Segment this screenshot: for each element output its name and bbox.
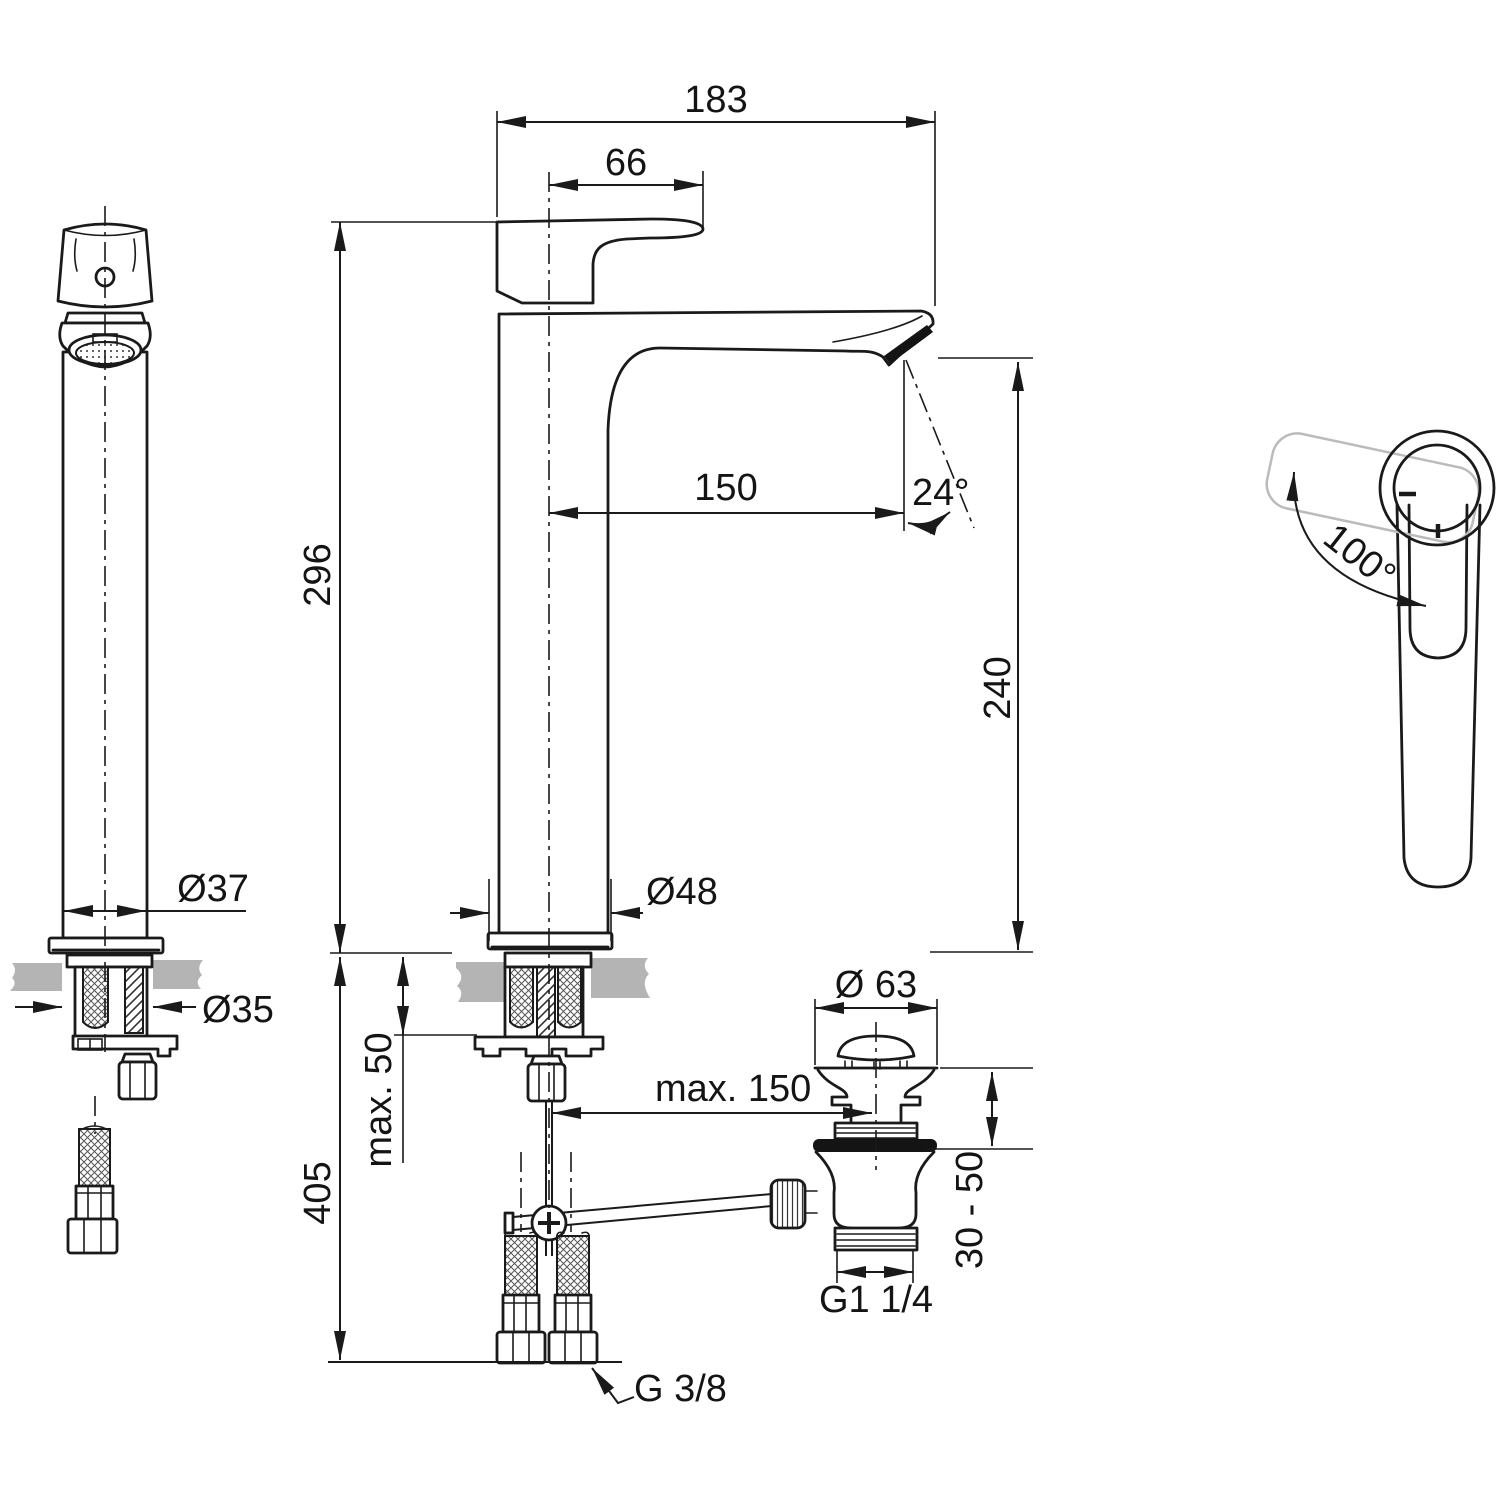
supply-hose-right xyxy=(556,1235,590,1296)
dim-hole-dia-label: Ø35 xyxy=(202,989,274,1031)
spout-outlet-face xyxy=(884,325,933,364)
dim-lever-length-label: 66 xyxy=(605,142,647,184)
dim-base-dia-label: Ø48 xyxy=(646,871,718,913)
dim-waste-range-label: 30 - 50 xyxy=(949,1151,991,1269)
front-threaded-stud xyxy=(124,966,144,1034)
waste-rod-knob xyxy=(769,1178,807,1230)
dim-supply-thread-leader xyxy=(591,1367,635,1405)
dim-waste-cap-label: Ø 63 xyxy=(835,964,917,1006)
waste-funnel xyxy=(899,1068,936,1125)
side-base-flange xyxy=(486,931,614,951)
dim-max-deck-label: max. 50 xyxy=(358,1032,400,1167)
dim-supply-thread-label: G 3/8 xyxy=(634,1368,727,1410)
dim-shaft-dia-label: Ø37 xyxy=(177,868,249,910)
front-hose-nut xyxy=(66,1217,119,1255)
side-mounting-bracket xyxy=(473,1035,605,1058)
top-handle-outline xyxy=(1395,503,1482,889)
dim-waste-thread-label: G1 1/4 xyxy=(819,1279,933,1321)
countertop-sections xyxy=(10,958,650,1002)
dim-spout-reach-label: 150 xyxy=(694,467,757,509)
dim-overall-width-label: 183 xyxy=(684,79,747,121)
spout-angle-axis xyxy=(905,359,975,529)
waste-washer xyxy=(813,1139,937,1152)
centerlines xyxy=(94,172,975,1232)
front-mounting-nut xyxy=(117,1060,158,1101)
hose-nut-left xyxy=(495,1330,547,1365)
top-view: 100° xyxy=(1265,429,1496,889)
dim-height-label: 296 xyxy=(297,543,339,606)
pop-up-waste-view xyxy=(769,1034,939,1252)
front-view xyxy=(47,222,179,1255)
supply-hose-left xyxy=(504,1235,538,1296)
front-flex-hose xyxy=(78,1128,111,1187)
dim-total-height-label: 405 xyxy=(297,1161,339,1224)
swivel-arc xyxy=(1286,471,1427,607)
waste-cap xyxy=(836,1034,916,1062)
dim-spout-angle-label: 24° xyxy=(912,472,969,514)
waste-body xyxy=(897,1150,936,1230)
side-body-and-spout xyxy=(497,309,935,935)
dim-spout-angle-arc xyxy=(907,511,951,536)
front-hose-section xyxy=(82,966,109,1029)
front-handle-cap xyxy=(56,222,154,309)
side-threaded-stud xyxy=(536,966,556,1038)
side-mounting-nut xyxy=(526,1062,567,1103)
dim-waste-offset-label: max. 150 xyxy=(655,1068,811,1110)
dimensions: 183 66 296 405 max. 50 150 24° 240 Ø37 Ø… xyxy=(15,79,1033,1410)
dim-spout-height-label: 240 xyxy=(977,656,1019,719)
hose-nut-right xyxy=(547,1330,599,1365)
